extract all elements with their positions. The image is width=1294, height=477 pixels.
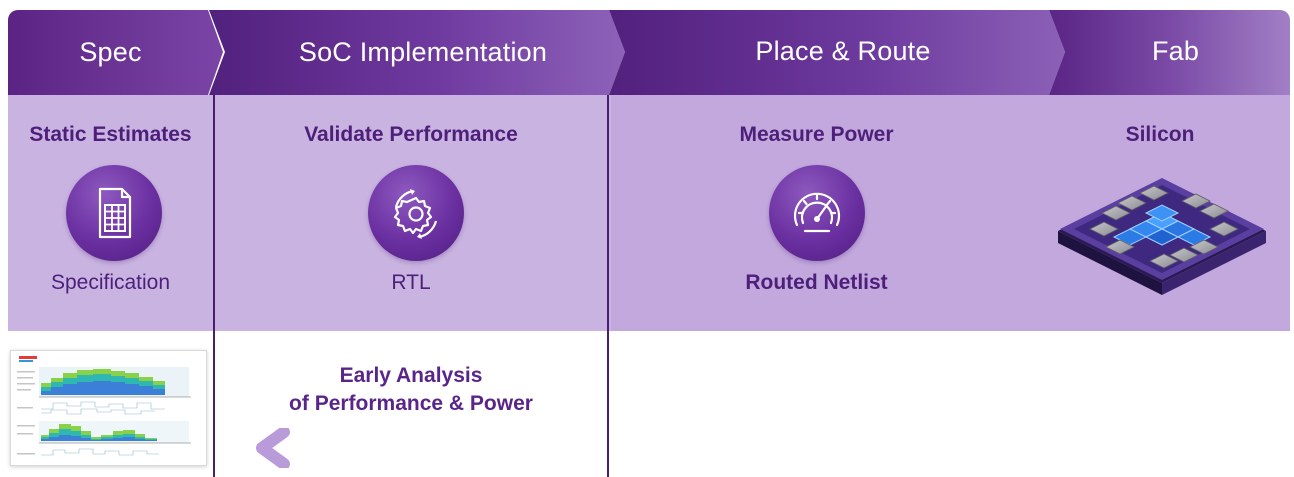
phase-fab: Fab: [1049, 10, 1290, 95]
column-soc: Validate Performance RTL: [215, 95, 607, 331]
early-analysis-arrow: [256, 428, 877, 468]
phase-spec-label: Spec: [79, 37, 142, 67]
column-pr-title: Measure Power: [739, 123, 894, 146]
phase-spec: Spec: [8, 10, 223, 95]
column-spec-title: Static Estimates: [29, 123, 192, 146]
chip-illustration: [1058, 178, 1266, 295]
divider-soc-place-route: [607, 95, 609, 477]
early-analysis-line2: of Performance & Power: [289, 392, 533, 415]
phase-place-route-label: Place & Route: [755, 36, 931, 66]
early-analysis-caption: Early Analysis of Performance & Power: [216, 362, 606, 418]
phase-place-route: Place & Route: [609, 10, 1065, 95]
column-place-route: Measure Power Routed Netlist: [609, 95, 1024, 331]
column-pr-subtitle: Routed Netlist: [745, 271, 888, 294]
column-soc-title: Validate Performance: [304, 123, 518, 146]
gear-cycle-icon: [368, 165, 464, 261]
column-spec-subtitle: Specification: [50, 271, 171, 294]
speedometer-icon: [769, 165, 865, 261]
column-fab: Silicon: [1030, 95, 1290, 331]
phase-soc-implementation: SoC Implementation: [209, 10, 625, 95]
early-analysis-line1: Early Analysis: [339, 364, 483, 387]
phase-fab-label: Fab: [1151, 36, 1200, 66]
column-soc-subtitle: RTL: [391, 271, 431, 294]
column-spec: Static Estimates Specification: [8, 95, 213, 331]
phase-header: Spec SoC Implementation Place & Route Fa…: [8, 10, 1290, 95]
performance-chart-thumbnail: [10, 350, 207, 466]
spreadsheet-icon: [66, 165, 162, 261]
column-fab-title: Silicon: [1125, 123, 1195, 146]
phase-soc-label: SoC Implementation: [298, 37, 548, 67]
divider-spec-soc: [213, 95, 215, 477]
